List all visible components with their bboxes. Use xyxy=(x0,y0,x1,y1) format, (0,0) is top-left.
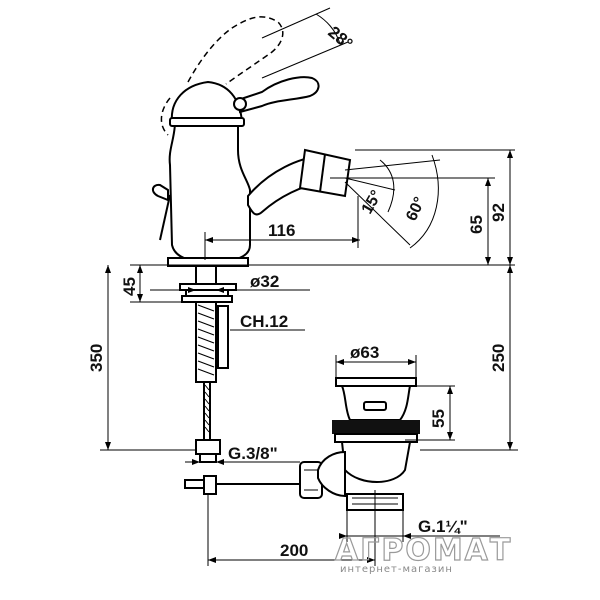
angle-60-label: 60° xyxy=(403,195,429,224)
handle-angle-dimension: 28° xyxy=(261,7,356,79)
waste-height-dimension: 250 xyxy=(420,265,518,451)
waste-assembly xyxy=(317,377,420,511)
mixer-body xyxy=(152,76,352,267)
shank-assembly xyxy=(179,265,237,463)
reach-116-label: 116 xyxy=(268,221,295,240)
height-250-label: 250 xyxy=(489,344,508,372)
popup-rod xyxy=(184,461,323,499)
reach-dimension: 116 xyxy=(204,196,360,260)
waste-diameter-dimension: ø63 xyxy=(335,343,417,378)
depth-55-label: 55 xyxy=(429,409,448,428)
hose-length-dimension: 350 xyxy=(87,265,195,451)
length-350-label: 350 xyxy=(87,344,106,372)
watermark-tagline: интернет-магазин xyxy=(340,564,453,575)
thread-3-8-label: G.3/8" xyxy=(228,444,278,463)
wrench-size-label: CH.12 xyxy=(230,312,305,331)
length-200-label: 200 xyxy=(280,541,308,560)
rod-length-dimension: 200 xyxy=(207,490,376,566)
angle-28-label: 28° xyxy=(324,23,356,54)
thread-1-1-4-label: G.1¼" xyxy=(418,517,468,536)
diameter-32-label: ø32 xyxy=(250,272,279,291)
handle-open-position xyxy=(160,16,284,136)
diameter-63-label: ø63 xyxy=(350,343,379,362)
angle-15-label: 15° xyxy=(359,188,386,217)
hose-thread-label: G.3/8" xyxy=(185,444,300,465)
height-dimensions-right: 65 92 xyxy=(130,149,515,266)
hole-diameter-dimension: ø32 xyxy=(150,272,310,293)
waste-depth-dimension: 55 xyxy=(405,385,455,441)
waste-thread-label: G.1¼" xyxy=(339,510,500,542)
thickness-45-label: 45 xyxy=(120,277,139,296)
base-thickness-dimension: 45 xyxy=(120,265,195,303)
spout-angle-dimension: 15° 60° xyxy=(344,154,441,249)
height-92-label: 92 xyxy=(489,203,508,222)
watermark: АГРОМАТ интернет-магазин xyxy=(334,532,512,575)
watermark-brand: АГРОМАТ xyxy=(335,533,512,568)
height-65-label: 65 xyxy=(467,215,486,234)
ch12-label: CH.12 xyxy=(240,312,288,331)
